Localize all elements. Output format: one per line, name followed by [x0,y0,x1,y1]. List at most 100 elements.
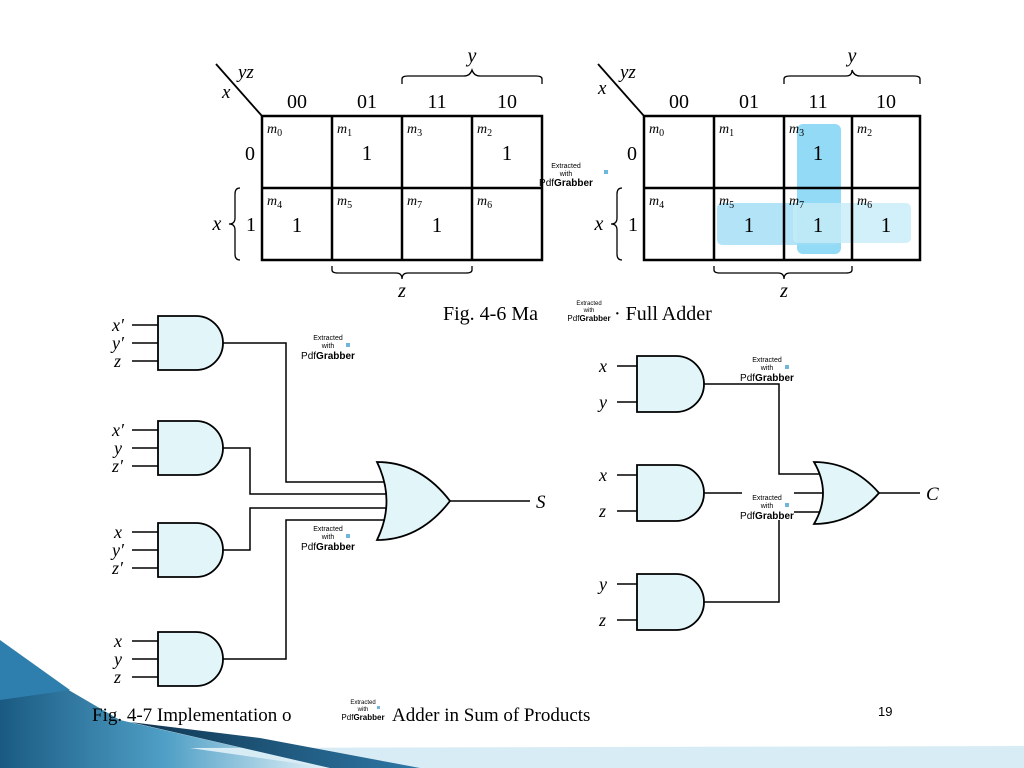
kmap-right-value-m5: 1 [744,213,755,237]
svg-text:Extracted: Extracted [752,495,782,502]
carry-and-gate-1: x y [597,355,705,413]
watermark-kmap: Extracted with PdfGrabber [539,163,608,189]
watermark-carry-top: Extracted with PdfGrabber [740,357,794,384]
kmap-right-col-header-00: 00 [669,91,689,113]
svg-text:with: with [760,503,774,510]
kmap-right-col-header-10: 10 [876,91,896,113]
sum-gate-1-input-1: x′ [111,315,125,335]
svg-text:Extracted: Extracted [313,335,343,342]
kmap-left-col-header-11: 11 [427,91,446,113]
kmap-right-cell-m7: m7 [789,194,804,211]
carry-gate-1-input-2: y [597,392,607,412]
svg-text:PdfGrabber: PdfGrabber [740,373,794,384]
kmap-left-cell-m0: m0 [267,122,282,139]
sum-circuit: x′ y′ z x′ y z′ x y′ z′ [110,315,546,687]
kmap-left-brace-bottom [331,266,473,280]
kmap-right-brace-bottom-label: z [779,280,788,302]
kmap-right-cell-m2: m2 [857,122,872,139]
kmap-right-cell-m5: m5 [719,194,734,211]
carry-gate-2-input-1: x [598,465,607,485]
kmap-right-cell-m1: m1 [719,122,734,139]
sum-or-gate [375,461,452,541]
kmap-left-value-m2: 1 [502,141,513,165]
kmap-left-cell-m1: m1 [337,122,352,139]
sum-gate-2-input-3: z′ [111,456,124,476]
kmap-left-row-var: x [221,82,231,103]
kmap-left-row-header-0: 0 [245,143,255,165]
corner-decoration [0,640,1024,768]
kmap-right-value-m3: 1 [813,141,824,165]
kmap-right-row-header-0: 0 [627,143,637,165]
svg-text:PdfGrabber: PdfGrabber [301,351,355,362]
svg-text:PdfGrabber: PdfGrabber [539,178,593,189]
svg-text:with: with [583,308,595,314]
kmap-left-col-header-00: 00 [287,91,307,113]
kmap-left: yz x 00 01 11 10 0 1 y x z m0 m1 m3 m2 m… [212,45,544,302]
kmap-right-brace-top-label: y [846,45,857,67]
kmap-left-col-header-10: 10 [497,91,517,113]
sum-and-gate-1: x′ y′ z [110,315,224,371]
sum-and-gate-3: x y′ z′ [110,522,224,578]
kmap-right-col-header-01: 01 [739,91,759,113]
svg-text:Extracted: Extracted [551,163,581,170]
kmap-right-brace-left [610,187,623,261]
sum-output-label: S [536,492,546,513]
watermark-carry-bottom: Extracted with PdfGrabber [740,490,794,522]
carry-gate-2-input-2: z [598,501,606,521]
kmap-right-value-m6: 1 [881,213,892,237]
svg-text:with: with [321,534,335,541]
svg-text:with: with [760,365,774,372]
carry-and-gate-2: x z [598,464,705,522]
svg-text:with: with [321,343,335,350]
sum-gate-2-input-1: x′ [111,420,125,440]
carry-gate-3-input-2: z [598,610,606,630]
svg-text:Extracted: Extracted [752,357,782,364]
svg-text:Extracted: Extracted [576,301,601,307]
kmap-right-row-var: x [597,78,607,99]
carry-wires [704,383,920,603]
kmap-left-brace-bottom-label: z [397,280,406,302]
sum-gate-1-input-2: y′ [110,333,125,353]
kmap-left-brace-top [401,67,543,84]
kmap-right-cell-m6: m6 [857,194,872,211]
kmap-right-brace-bottom [713,266,853,280]
svg-text:Fig. 4-7 Implementation o: Fig. 4-7 Implementation o [92,705,291,726]
sum-gate-4-input-2: y [112,649,122,669]
kmap-right-row-header-1: 1 [628,214,638,236]
kmap-left-cell-m2: m2 [477,122,492,139]
kmap-left-col-var: yz [236,62,254,83]
svg-text:PdfGrabber: PdfGrabber [341,713,384,722]
carry-gate-1-input-1: x [598,356,607,376]
watermark-sum-bottom: Extracted with PdfGrabber [301,526,355,553]
kmap-left-col-header-01: 01 [357,91,377,113]
svg-text:Adder in Sum of Products: Adder in Sum of Products [392,705,590,726]
svg-text:PdfGrabber: PdfGrabber [567,314,610,323]
svg-text:with: with [357,707,369,713]
kmap-left-cell-m6: m6 [477,194,492,211]
carry-circuit: x y x z y z C Extrac [597,355,939,631]
carry-or-gate [812,461,881,525]
kmap-left-cell-m7: m7 [407,194,422,211]
kmap-left-cell-m5: m5 [337,194,352,211]
sum-and-gate-4: x y z [112,631,224,687]
carry-output-label: C [926,484,939,505]
sum-wires [223,342,530,660]
kmap-left-cell-m3: m3 [407,122,422,139]
kmap-right-value-m7: 1 [813,213,824,237]
svg-text:Fig. 4-6 Ma: Fig. 4-6 Ma [443,303,538,325]
kmap-right-cell-m3: m3 [789,122,804,139]
svg-text:Extracted: Extracted [350,700,375,706]
svg-text:PdfGrabber: PdfGrabber [740,511,794,522]
sum-gate-2-input-2: y [112,438,122,458]
kmap-right-brace-left-label: x [594,213,604,235]
kmap-left-brace-left-label: x [212,213,222,235]
kmap-right-col-var: yz [618,62,636,83]
kmap-left-value-m7: 1 [432,213,443,237]
kmap-left-brace-left [228,187,241,261]
kmap-left-row-header-1: 1 [246,214,256,236]
kmap-right-brace-top [783,69,921,84]
svg-text:· Full Adder: · Full Adder [614,303,712,325]
sum-gate-4-input-1: x [113,631,122,651]
kmap-left-brace-top-label: y [466,45,477,67]
